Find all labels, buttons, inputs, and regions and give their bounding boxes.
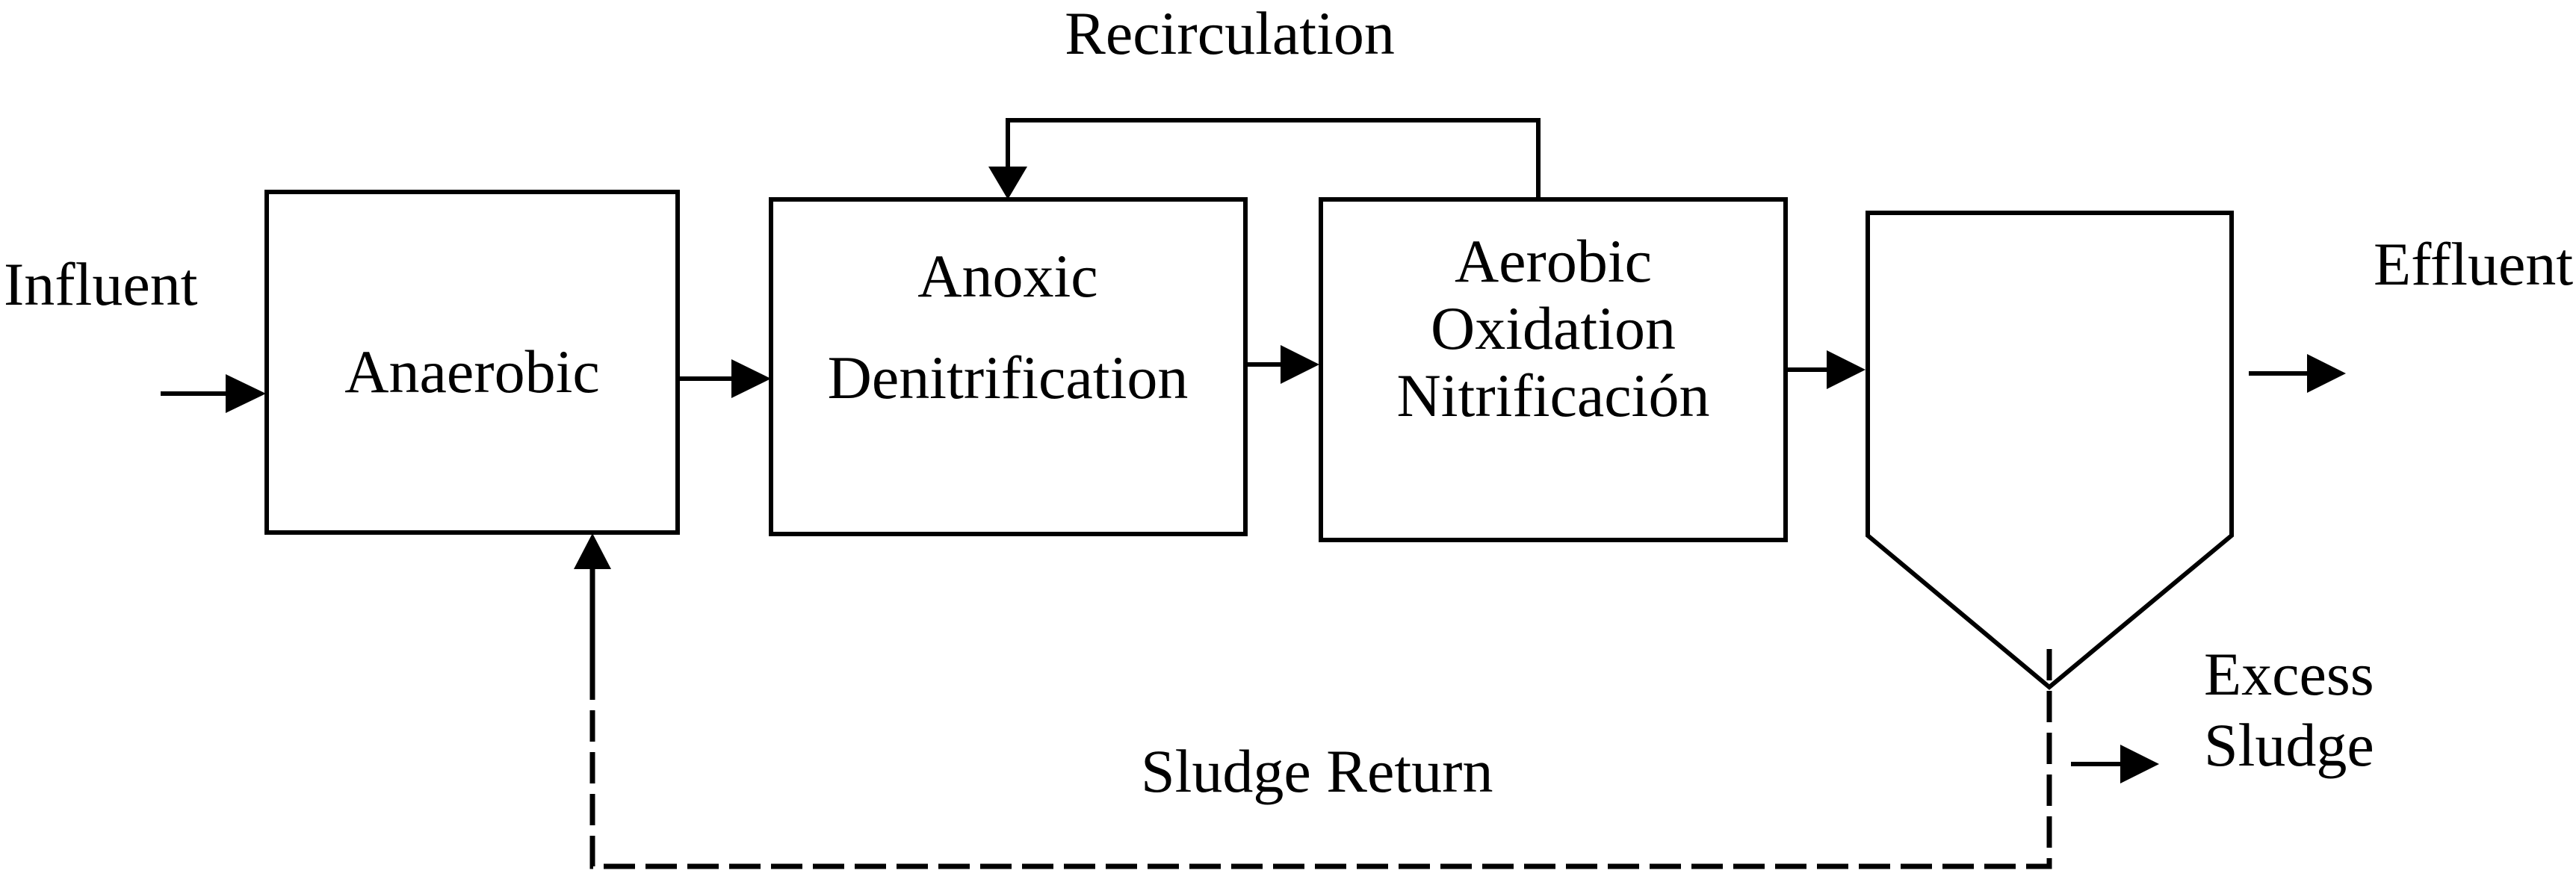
recirculation-label: Recirculation bbox=[1065, 0, 1395, 67]
aerobic-to-clarifier-arrowhead-icon bbox=[1827, 350, 1866, 389]
sludge-return-arrowhead-icon bbox=[574, 533, 611, 569]
recirculation-line bbox=[988, 118, 1541, 202]
anoxic-box-label-line1: Anoxic bbox=[917, 242, 1097, 310]
anoxic-to-aerobic-arrowhead-icon bbox=[1281, 345, 1319, 384]
influent-label: Influent bbox=[4, 250, 198, 318]
sludge-return-line bbox=[574, 533, 2052, 869]
effluent-arrow bbox=[2249, 354, 2346, 393]
aerobic-box-label-line2: Oxidation bbox=[1431, 294, 1676, 362]
anoxic-to-aerobic-arrow bbox=[1245, 345, 1319, 384]
anaerobic-box bbox=[264, 190, 680, 535]
anoxic-box-label-line2: Denitrification bbox=[828, 344, 1189, 412]
anaerobic-to-anoxic-arrow bbox=[678, 359, 771, 398]
sludge-return-dashed-path bbox=[589, 646, 2052, 869]
aerobic-box-label-line3: Nitrificación bbox=[1397, 361, 1710, 429]
aerobic-box bbox=[1319, 197, 1788, 542]
excess-sludge-arrowhead-icon bbox=[2120, 745, 2159, 783]
recirculation-pipe bbox=[1006, 118, 1541, 202]
influent-arrowhead-icon bbox=[226, 374, 266, 413]
recirculation-arrowhead-icon bbox=[988, 167, 1027, 199]
excess-sludge-label-line2: Sludge bbox=[2204, 711, 2374, 779]
aerobic-to-clarifier-arrow bbox=[1786, 350, 1866, 389]
effluent-label: Effluent bbox=[2374, 230, 2573, 298]
sludge-return-label: Sludge Return bbox=[1141, 737, 1493, 805]
anoxic-box bbox=[769, 197, 1248, 536]
anaerobic-box-label: Anaerobic bbox=[344, 338, 600, 406]
effluent-arrowhead-icon bbox=[2307, 354, 2346, 393]
excess-sludge-arrow bbox=[2071, 745, 2159, 783]
aerobic-box-label-line1: Aerobic bbox=[1455, 227, 1652, 295]
influent-arrow bbox=[161, 374, 266, 413]
excess-sludge-label-line1: Excess bbox=[2204, 640, 2374, 708]
clarifier-tank bbox=[1866, 211, 2234, 690]
anaerobic-to-anoxic-arrowhead-icon bbox=[731, 359, 771, 398]
